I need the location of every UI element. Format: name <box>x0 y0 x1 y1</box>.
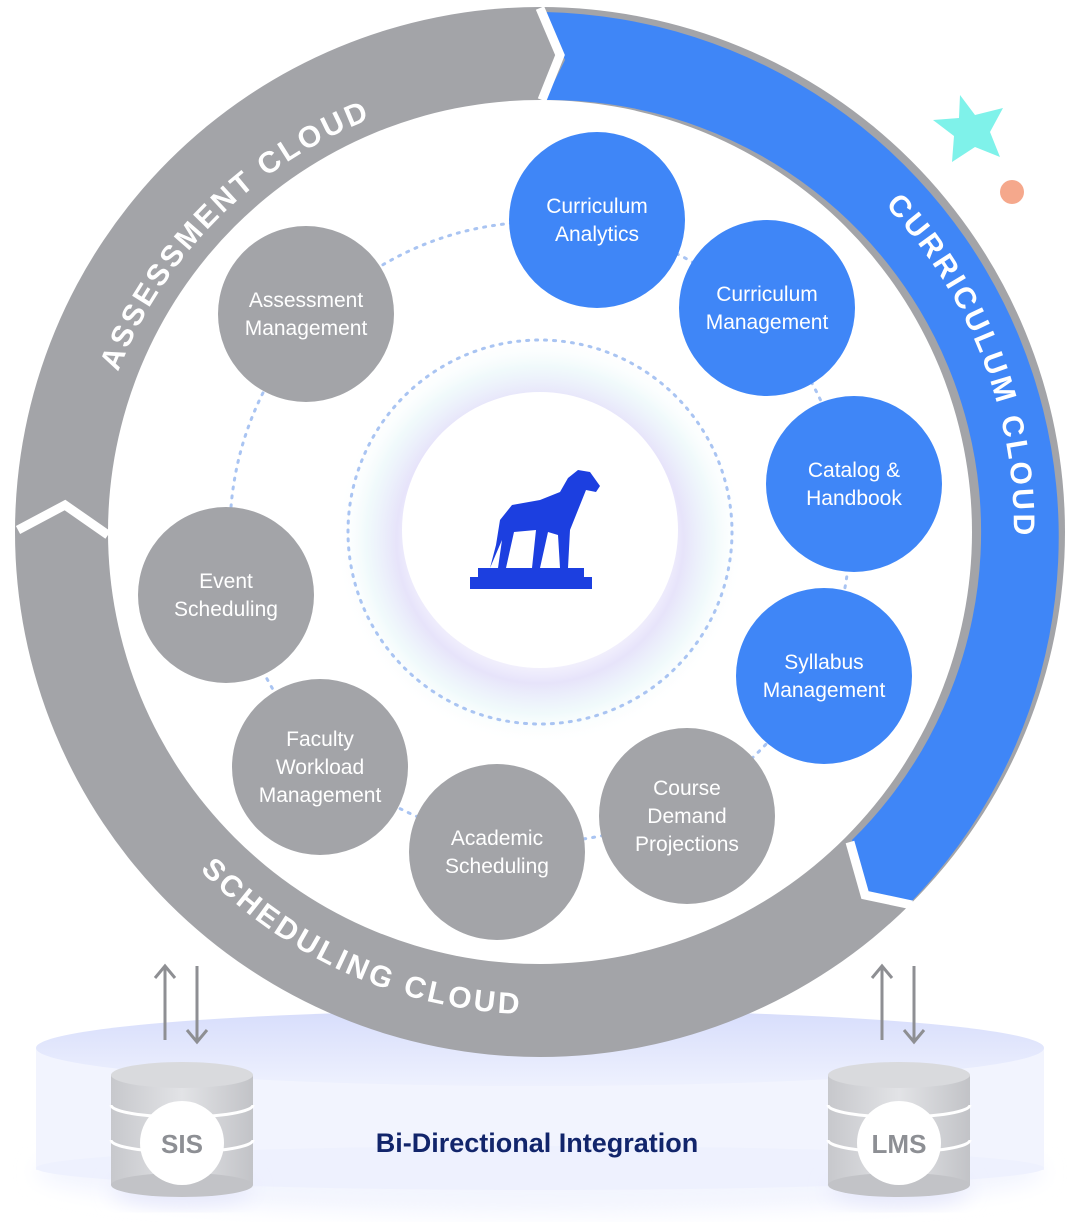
lms-label: LMS <box>872 1129 927 1159</box>
lms-database: LMS <box>826 1062 972 1206</box>
node-circle <box>232 679 408 855</box>
node-label-line: Analytics <box>555 223 639 246</box>
node-label-line: Handbook <box>806 487 902 510</box>
node-label-line: Academic <box>451 827 543 850</box>
node-label-line: Scheduling <box>445 855 549 878</box>
greyhound-mascot-icon <box>470 470 600 589</box>
node-label-line: Management <box>763 679 886 702</box>
node-label-line: Workload <box>276 756 364 779</box>
nodes-layer: CurriculumAnalyticsCurriculumManagementC… <box>138 132 942 940</box>
node-label-line: Assessment <box>249 289 364 312</box>
sis-database: SIS <box>109 1062 255 1206</box>
node-label-line: Scheduling <box>174 598 278 621</box>
node-circle <box>218 226 394 402</box>
chevron-divider-right <box>845 840 913 910</box>
node-label-line: Faculty <box>286 728 354 751</box>
node-label-line: Management <box>245 317 368 340</box>
sis-sync-arrows <box>153 963 209 1045</box>
chevron-divider-top <box>535 6 565 102</box>
node-label-line: Curriculum <box>546 195 648 218</box>
node-circle <box>599 728 775 904</box>
integration-label: Bi-Directional Integration <box>376 1128 699 1158</box>
node-catalog-handbook: Catalog & Handbook <box>766 396 942 572</box>
chevron-divider-left <box>15 499 111 539</box>
node-circle <box>138 507 314 683</box>
lms-sync-arrows <box>870 963 926 1045</box>
node-circle <box>509 132 685 308</box>
dot-icon <box>1000 180 1024 204</box>
node-label-line: Event <box>199 570 253 593</box>
node-label-line: Curriculum <box>716 283 818 306</box>
inner-orbit <box>346 338 734 726</box>
node-circle <box>736 588 912 764</box>
node-label-line: Course <box>653 777 721 800</box>
node-label-line: Projections <box>635 833 739 856</box>
node-circle <box>409 764 585 940</box>
node-label-line: Demand <box>647 805 726 828</box>
node-circle <box>766 396 942 572</box>
curriculum-cloud-segment <box>545 12 1059 903</box>
star-icon <box>933 95 1003 162</box>
sis-label: SIS <box>161 1129 203 1159</box>
node-label-line: Catalog & <box>808 459 900 482</box>
node-circle <box>679 220 855 396</box>
node-label-line: Management <box>706 311 829 334</box>
node-label-line: Syllabus <box>784 651 863 674</box>
node-label-line: Management <box>259 784 382 807</box>
